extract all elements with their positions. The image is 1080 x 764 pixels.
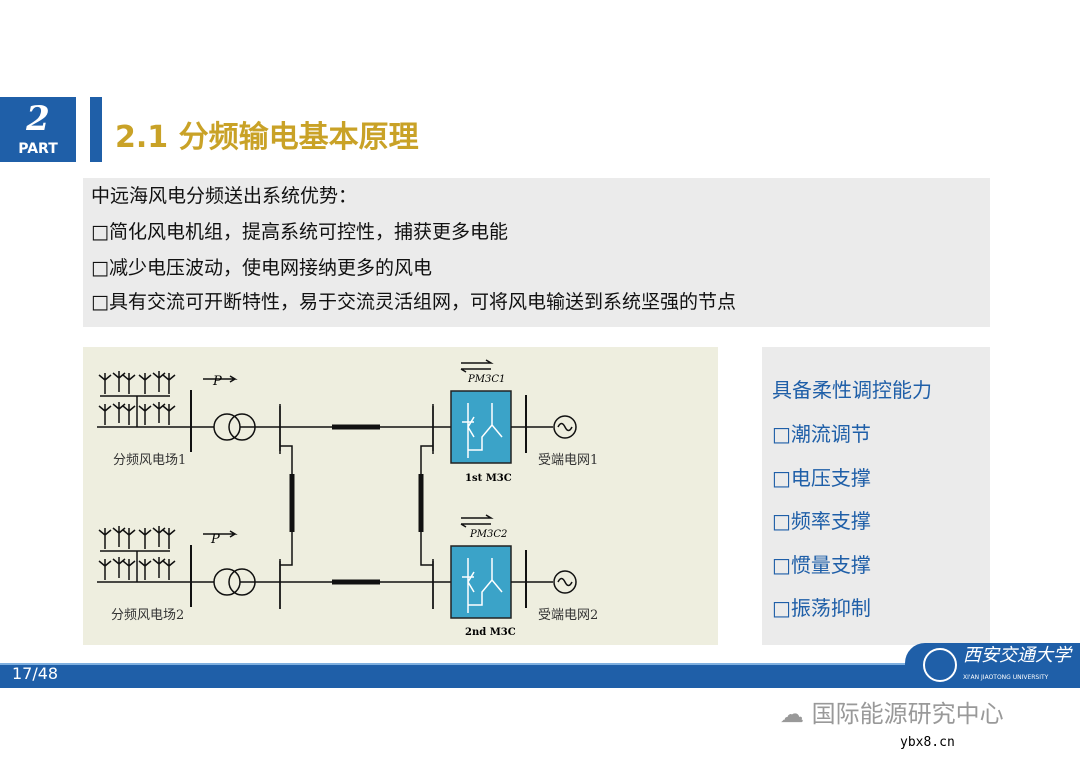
university-name-en: XI'AN JIAOTONG UNIVERSITY <box>963 674 1049 681</box>
wind-turbine-icon <box>162 559 176 580</box>
watermark: ☁ 国际能源研究中心 <box>780 700 1004 728</box>
wind-turbine-icon <box>152 557 166 578</box>
farm1-label: 分频风电场1 <box>113 453 187 468</box>
power-arrow-icon <box>203 375 238 383</box>
m3c1-label: 1st M3C <box>465 473 512 484</box>
wind-turbine-icon <box>162 373 176 394</box>
wind-turbine-icon <box>122 404 136 425</box>
intro-bullet: □具有交流可开断特性，易于交流灵活组网，可将风电输送到系统坚强的节点 <box>91 291 736 313</box>
wind-turbine-icon <box>162 528 176 549</box>
wind-turbine-icon <box>138 404 152 425</box>
intro-bullet: □简化风电机组，提高系统可控性，捕获更多电能 <box>91 221 508 243</box>
m3c2-label: 2nd M3C <box>465 627 516 638</box>
panel-item: □频率支撑 <box>772 509 871 533</box>
wind-turbine-icon <box>122 373 136 394</box>
panel-heading: 具备柔性调控能力 <box>772 378 932 402</box>
transformer-winding <box>213 413 241 441</box>
grid1-label: 受端电网1 <box>538 453 599 468</box>
bidirectional-arrow-icon <box>460 359 494 373</box>
part-label: PART <box>18 141 58 157</box>
intro-heading: 中远海风电分频送出系统优势： <box>91 185 358 207</box>
university-name: 西安交通大学 <box>963 645 1071 666</box>
capability-panel: 具备柔性调控能力 □潮流调节 □电压支撑 □频率支撑 □惯量支撑 □振荡抑制 <box>762 347 990 645</box>
wind-turbine-icon <box>152 371 166 392</box>
wind-turbine-icon <box>162 404 176 425</box>
watermark-text: 国际能源研究中心 <box>811 700 1004 728</box>
pm3c1-label: PM3C1 <box>468 374 506 385</box>
wind-turbine-icon <box>138 528 152 549</box>
system-diagram: 分频风电场1 分频风电场2 受端电网1 受端电网2 P P PM3C1 PM3C… <box>83 347 718 645</box>
wind-turbine-icon <box>98 559 112 580</box>
wind-turbine-icon <box>152 402 166 423</box>
igbt-icon <box>462 558 503 613</box>
power-label-2: P <box>211 532 220 547</box>
part-number: 2 <box>26 99 50 139</box>
university-logo: 西安交通大学 XI'AN JIAOTONG UNIVERSITY <box>905 643 1080 687</box>
slide-title: 2.1 分频输电基本原理 <box>115 120 419 155</box>
wind-turbine-icon <box>138 559 152 580</box>
wind-turbine-icon <box>122 559 136 580</box>
intro-box: 中远海风电分频送出系统优势： □简化风电机组，提高系统可控性，捕获更多电能 □减… <box>83 178 990 327</box>
grid2-label: 受端电网2 <box>538 608 599 623</box>
wind-turbine-icon <box>112 371 126 392</box>
bidirectional-arrow-icon <box>460 514 494 528</box>
wind-turbine-icon <box>112 557 126 578</box>
farm2-label: 分频风电场2 <box>111 608 185 623</box>
transformer-winding <box>213 568 241 596</box>
wind-turbine-icon <box>112 402 126 423</box>
igbt-icon <box>462 403 503 458</box>
title-accent-bar <box>90 97 102 162</box>
wind-turbine-icon <box>98 404 112 425</box>
pm3c2-label: PM3C2 <box>470 529 508 540</box>
wechat-icon: ☁ <box>780 700 812 728</box>
intro-bullet: □减少电压波动，使电网接纳更多的风电 <box>91 257 432 279</box>
wind-turbine-icon <box>98 528 112 549</box>
sine-icon <box>557 422 573 432</box>
panel-item: □振荡抑制 <box>772 596 871 620</box>
panel-item: □电压支撑 <box>772 466 871 490</box>
panel-item: □潮流调节 <box>772 422 871 446</box>
wind-turbine-icon <box>112 526 126 547</box>
wind-turbine-icon <box>122 528 136 549</box>
m3c-converter <box>450 545 512 619</box>
m3c-converter <box>450 390 512 464</box>
sine-icon <box>557 577 573 587</box>
transformer-winding <box>228 413 256 441</box>
wind-turbine-icon <box>98 373 112 394</box>
page-number: 17/48 <box>12 664 59 683</box>
power-arrow-icon <box>203 530 238 538</box>
wind-turbine-icon <box>138 373 152 394</box>
power-label-1: P <box>213 374 222 389</box>
site-watermark: ybx8.cn <box>900 735 955 750</box>
panel-item: □惯量支撑 <box>772 553 871 577</box>
transformer-winding <box>228 568 256 596</box>
wind-turbine-icon <box>152 526 166 547</box>
footer-bar <box>0 663 1080 688</box>
seal-icon <box>923 648 957 682</box>
